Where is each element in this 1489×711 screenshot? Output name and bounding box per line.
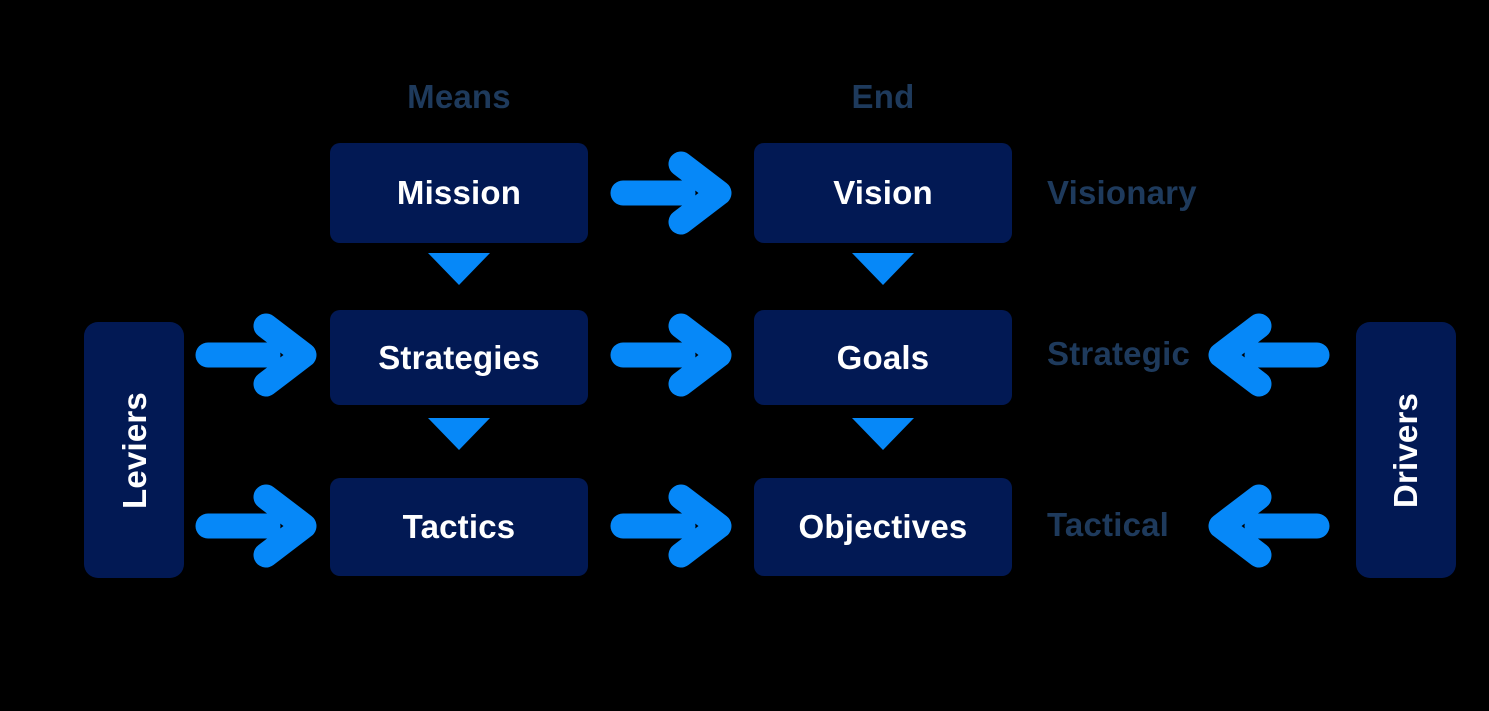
arrow-down-goals-to-objectives [852, 418, 914, 450]
arrow-right-mission-to-vision [610, 151, 732, 235]
arrow-left-drivers-to-strategic [1208, 313, 1330, 397]
node-strategies: Strategies [330, 310, 588, 405]
arrow-left-drivers-to-tactical [1208, 484, 1330, 568]
column-header-means: Means [407, 78, 511, 115]
arrow-right-strategies-to-goals [610, 313, 732, 397]
arrow-right-tactics-to-objectives [610, 484, 732, 568]
node-goals: Goals [754, 310, 1012, 405]
side-box-leviers-label: Leviers [115, 391, 153, 509]
side-box-drivers: Drivers [1356, 322, 1456, 578]
node-tactics: Tactics [330, 478, 588, 576]
arrow-down-mission-to-strategies [428, 253, 490, 285]
tier-label-strategic: Strategic [1047, 335, 1191, 372]
arrow-right-leviers-to-strategies [195, 313, 317, 397]
node-vision: Vision [754, 143, 1012, 243]
tier-label-visionary: Visionary [1047, 174, 1197, 211]
arrow-down-strategies-to-tactics [428, 418, 490, 450]
arrow-right-leviers-to-tactics [195, 484, 317, 568]
tier-label-tactical: Tactical [1047, 506, 1170, 543]
side-box-leviers: Leviers [84, 322, 184, 578]
column-header-end: End [851, 78, 915, 115]
side-box-drivers-label: Drivers [1387, 392, 1425, 508]
node-mission: Mission [330, 143, 588, 243]
arrow-down-vision-to-goals [852, 253, 914, 285]
node-objectives: Objectives [754, 478, 1012, 576]
